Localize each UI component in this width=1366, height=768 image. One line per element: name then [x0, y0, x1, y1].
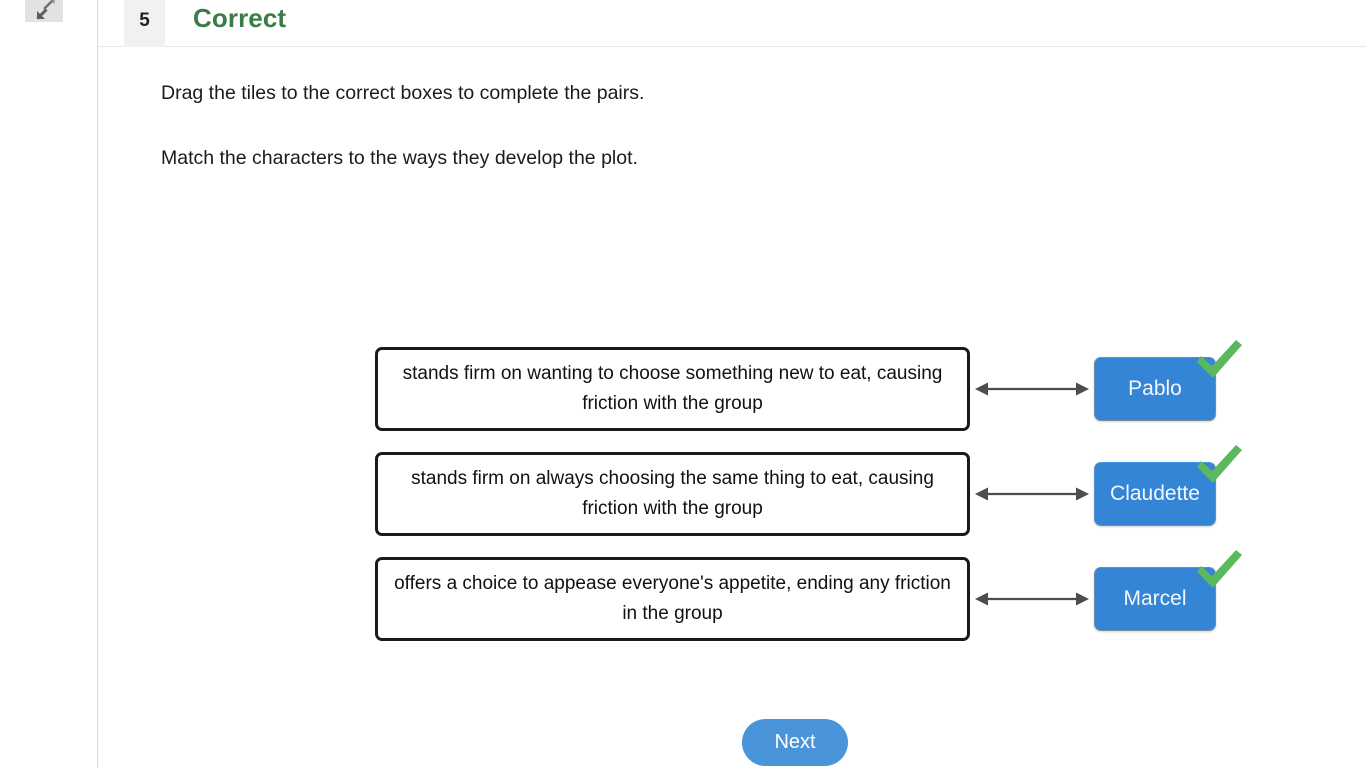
drop-box[interactable]: stands firm on always choosing the same …: [375, 452, 970, 536]
passage-text: r now, s e, they new food. nter e wever,…: [0, 238, 97, 768]
green-check-icon: [1191, 548, 1247, 594]
draggable-tile-claudette[interactable]: Claudette: [1094, 445, 1242, 526]
match-row: stands firm on wanting to choose somethi…: [375, 340, 1242, 431]
green-check-icon: [1191, 338, 1247, 384]
tile-label: Claudette: [1110, 482, 1200, 505]
status-badge: Correct: [193, 3, 287, 33]
passage-panel: r now, s e, they new food. nter e wever,…: [0, 0, 98, 768]
tile-slot: Marcel: [1094, 550, 1242, 641]
question-number-badge: 5: [124, 0, 165, 47]
drop-box[interactable]: stands firm on wanting to choose somethi…: [375, 347, 970, 431]
collapse-arrows-icon[interactable]: [25, 0, 63, 22]
tile-slot: Claudette: [1094, 445, 1242, 536]
drop-box[interactable]: offers a choice to appease everyone's ap…: [375, 557, 970, 641]
tile-label: Pablo: [1128, 377, 1182, 400]
instruction-line-2: Match the characters to the ways they de…: [161, 147, 638, 169]
match-row: stands firm on always choosing the same …: [375, 445, 1242, 536]
tile-label: Marcel: [1123, 587, 1187, 610]
double-headed-arrow-icon: [970, 557, 1094, 641]
question-header: 5 Correct: [98, 0, 1366, 47]
passage-panel-toolbar: [0, 0, 97, 30]
tile-slot: Pablo: [1094, 340, 1242, 431]
draggable-tile-marcel[interactable]: Marcel: [1094, 550, 1242, 631]
passage-fragment: r now, s e, they new food. nter e wever,: [0, 297, 97, 563]
double-headed-arrow-icon: [970, 452, 1094, 536]
next-button[interactable]: Next: [742, 719, 848, 766]
question-content: Drag the tiles to the correct boxes to c…: [99, 48, 1366, 768]
passage-fragment: ed to: [0, 654, 97, 684]
instruction-line-1: Drag the tiles to the correct boxes to c…: [161, 82, 645, 104]
matching-area: stands firm on wanting to choose somethi…: [99, 48, 1366, 768]
match-row: offers a choice to appease everyone's ap…: [375, 550, 1242, 641]
double-headed-arrow-icon: [970, 347, 1094, 431]
draggable-tile-pablo[interactable]: Pablo: [1094, 340, 1242, 421]
